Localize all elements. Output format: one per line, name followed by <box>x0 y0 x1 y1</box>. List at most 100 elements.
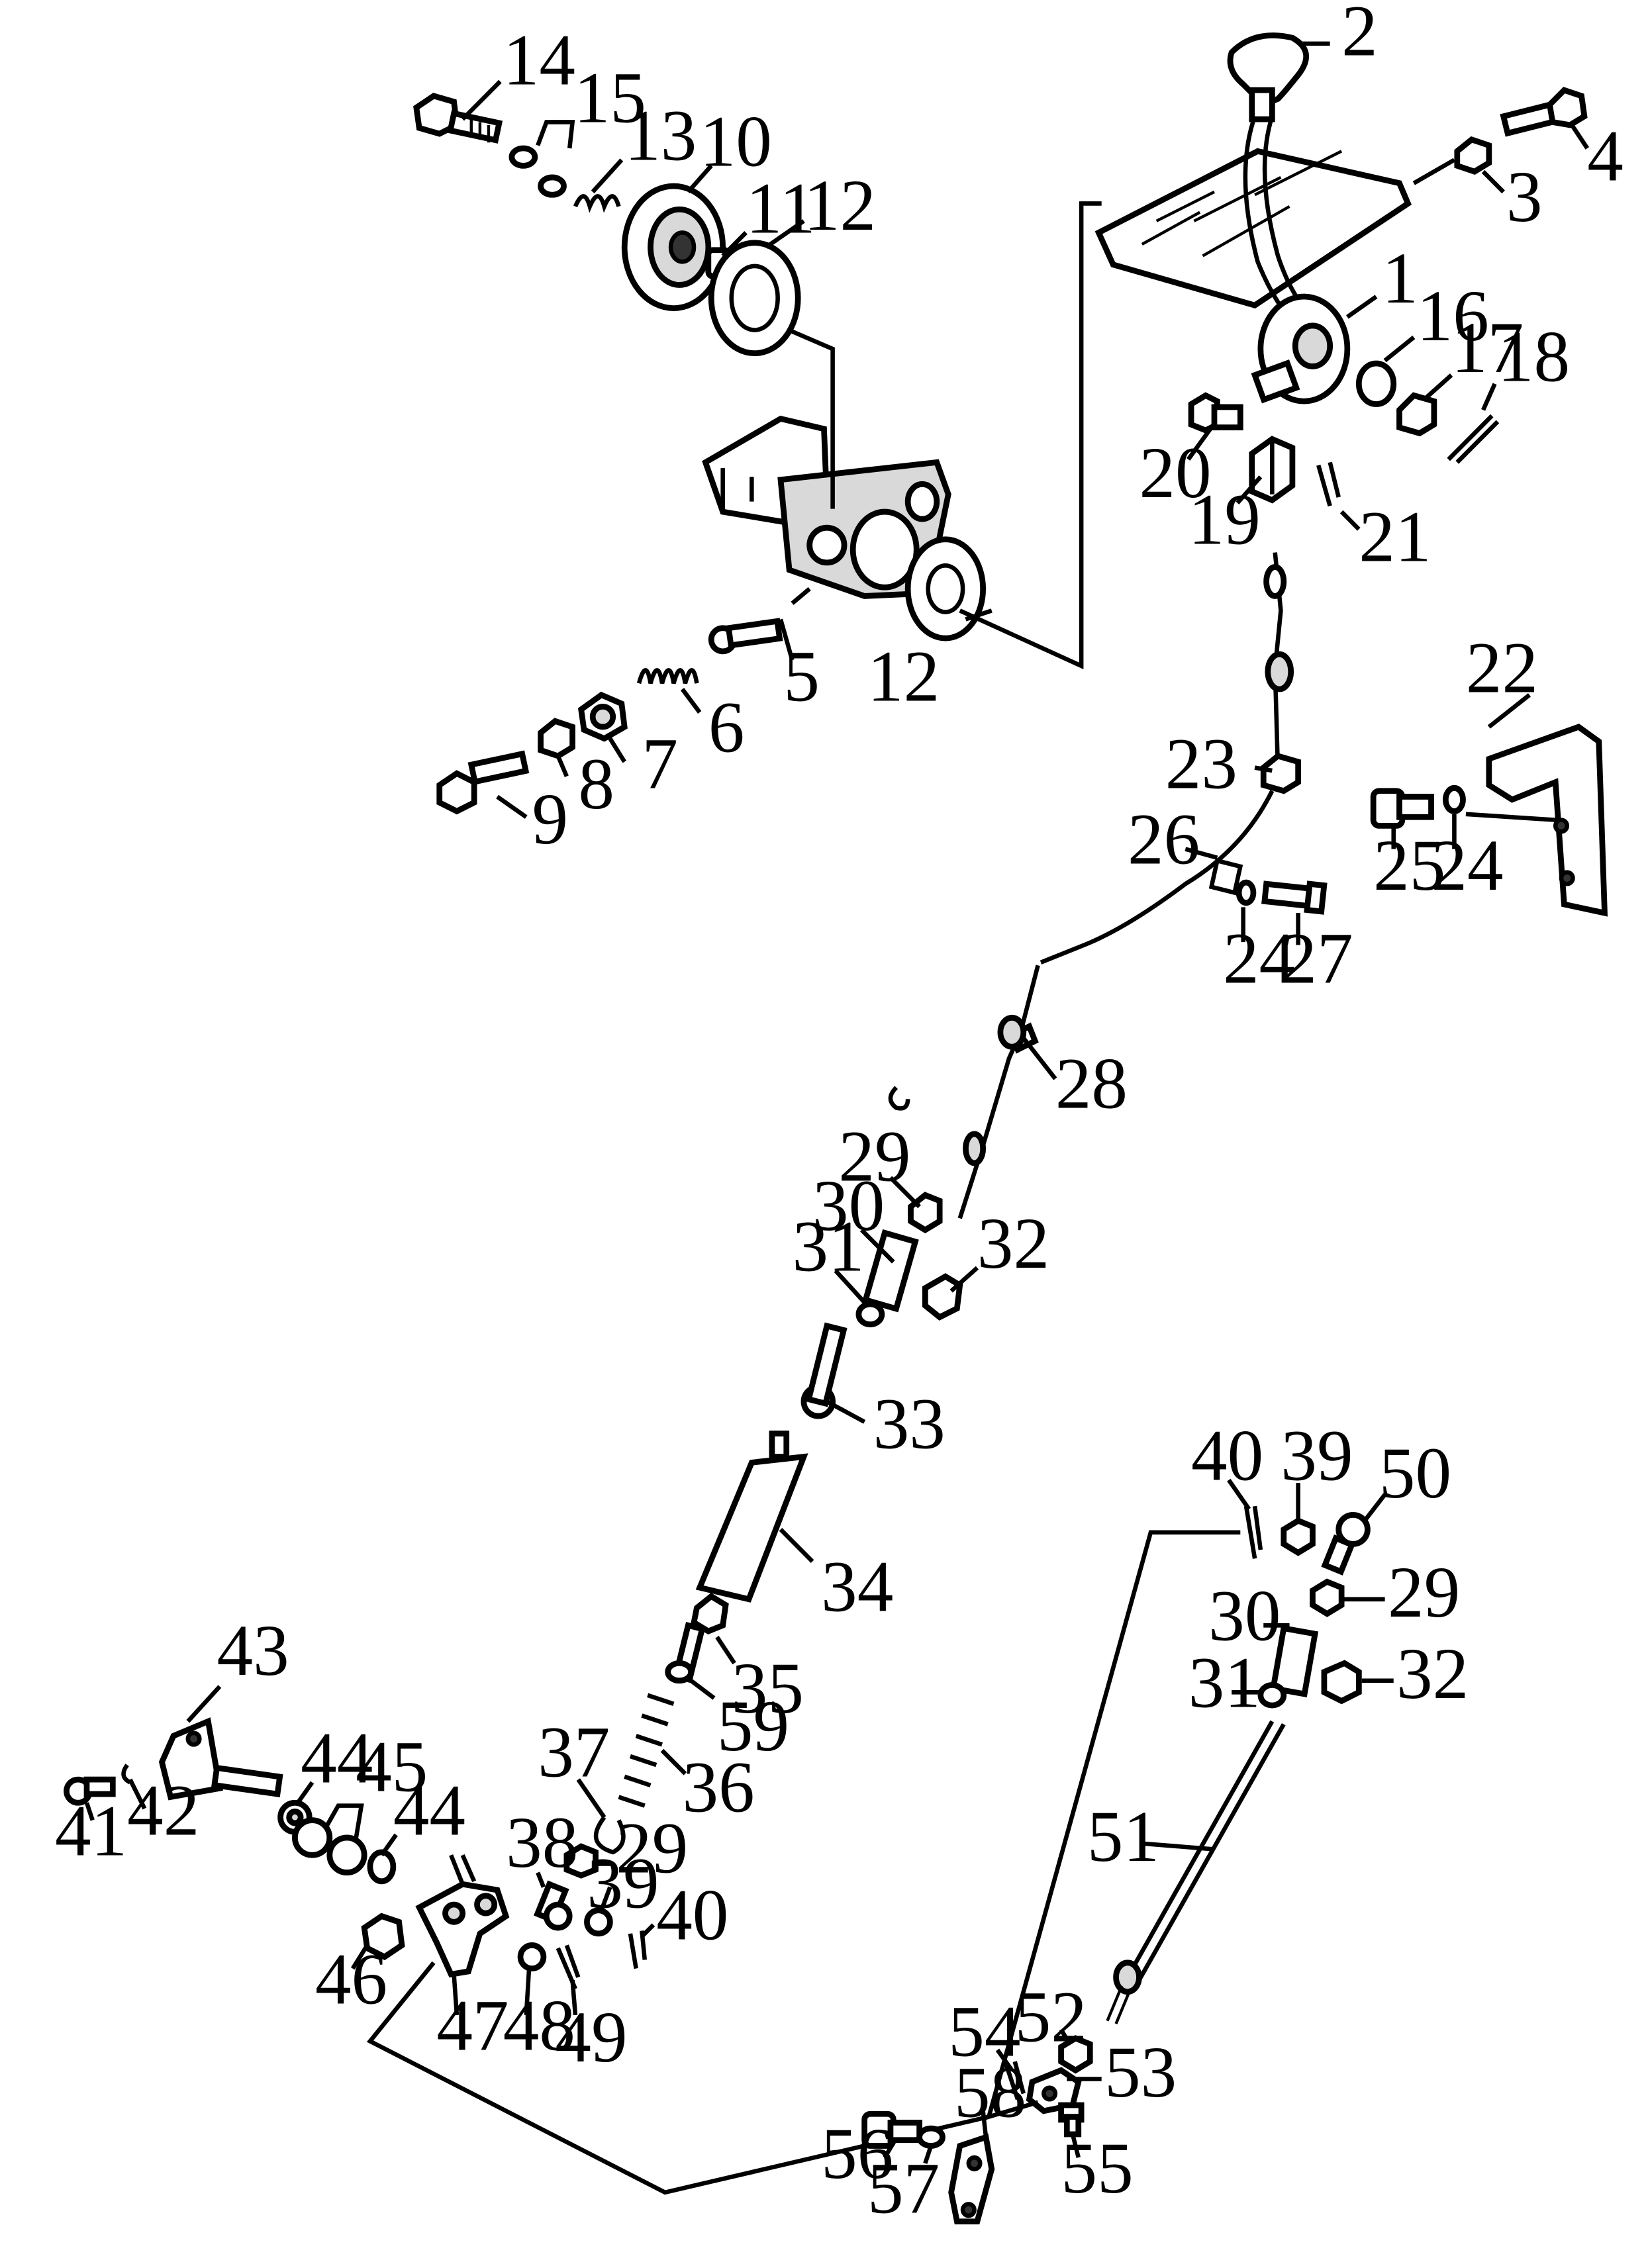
callout-39-lower: 39 <box>587 1842 659 1923</box>
bracket-22-part <box>1486 724 1608 917</box>
pin-5-part <box>708 618 783 655</box>
callout-33: 33 <box>873 1383 945 1464</box>
callout-51: 51 <box>1087 1796 1159 1877</box>
callout-31-right: 31 <box>1188 1642 1261 1723</box>
nut-31-upper-part <box>855 1301 885 1328</box>
callout-labels: 14 15 13 10 11 12 12 5 6 7 8 9 2 3 4 1 1… <box>55 0 1624 2229</box>
bolt-50-part <box>1321 1512 1371 1576</box>
callout-40-upper: 40 <box>1191 1415 1263 1495</box>
nut-23-part <box>1260 753 1301 794</box>
callout-29-upper: 29 <box>838 1115 910 1196</box>
cable-upper-part <box>1263 552 1294 771</box>
callout-24-right: 24 <box>1431 825 1503 906</box>
washer-39-upper-part <box>1281 1517 1316 1556</box>
callout-34: 34 <box>821 1546 893 1627</box>
bolt-25-part <box>1370 788 1434 829</box>
washer-39-lower-part <box>584 1907 613 1937</box>
callout-46: 46 <box>315 1938 387 2019</box>
clip-37-part <box>593 1816 626 1855</box>
washer-57-part <box>916 2125 945 2149</box>
callout-44-left: 44 <box>301 1717 373 1798</box>
bolt-41-part <box>64 1776 116 1806</box>
leader-lines-top-left <box>461 79 1102 819</box>
callout-56: 56 <box>821 2113 893 2194</box>
callout-40-lower: 40 <box>656 1874 728 1955</box>
callout-7: 7 <box>642 723 678 804</box>
callout-8: 8 <box>578 743 614 824</box>
sleeve-30-upper-part <box>861 1229 919 1313</box>
washer-12-upper-part <box>708 240 801 357</box>
callout-45: 45 <box>356 1726 428 1807</box>
callout-14: 14 <box>503 19 575 100</box>
callout-42: 42 <box>127 1770 199 1850</box>
bushings-45-part <box>292 1817 367 1876</box>
callout-12-upper: 12 <box>804 165 876 246</box>
plug-7-part <box>578 691 628 742</box>
callout-13: 13 <box>624 95 697 175</box>
nut-31-right-part <box>1257 1681 1287 1709</box>
callout-26: 26 <box>1128 798 1200 879</box>
nut-29-lower-part <box>563 1843 599 1879</box>
knob-2-part <box>1227 32 1310 122</box>
spring-36-part <box>618 1693 675 1808</box>
bolt-20-part <box>1188 392 1243 434</box>
clip-ring-part <box>888 1086 910 1111</box>
leader-lines-center <box>576 1037 1057 1819</box>
callout-20: 20 <box>1139 432 1211 513</box>
pulley-10-part <box>621 183 726 311</box>
callout-44-right: 44 <box>393 1770 465 1850</box>
bolt-14-part <box>413 93 503 144</box>
callout-25: 25 <box>1373 825 1445 906</box>
washer-24-lower-part <box>1236 879 1257 906</box>
bolt-9-part <box>436 750 530 815</box>
callout-38: 38 <box>506 1802 578 1883</box>
callout-18: 18 <box>1498 316 1570 397</box>
bracket-43-part <box>158 1717 283 1801</box>
callout-23: 23 <box>1165 723 1237 804</box>
callout-43: 43 <box>217 1610 289 1691</box>
washer-12-lower-part <box>904 536 987 641</box>
pin-18-part <box>1447 414 1500 464</box>
bushing-44-right-part <box>367 1849 397 1885</box>
sleeve-30-right-part <box>1269 1625 1319 1698</box>
callout-29-right: 29 <box>1388 1552 1460 1632</box>
spring-13-part <box>573 194 621 213</box>
callout-9: 9 <box>532 778 568 859</box>
callout-57: 57 <box>867 2148 940 2228</box>
callout-36: 36 <box>683 1746 755 1827</box>
arm-58-part <box>948 2133 995 2225</box>
callout-49: 49 <box>555 1997 627 2077</box>
callout-6: 6 <box>708 686 745 767</box>
washer-48-part <box>517 1942 547 1971</box>
nut-29-right-part <box>1310 1578 1345 1617</box>
cable-28-part <box>957 790 1275 1219</box>
clip-42-part <box>121 1764 132 1785</box>
callout-27: 27 <box>1281 918 1353 998</box>
washers-15-part <box>509 145 567 198</box>
grommet-32-upper-part <box>922 1273 963 1321</box>
callout-16: 16 <box>1417 275 1489 356</box>
callout-11: 11 <box>746 167 816 248</box>
callout-19: 19 <box>1188 479 1261 559</box>
callout-1: 1 <box>1382 238 1418 318</box>
nut-8-part <box>538 718 575 759</box>
leader-lines-top-right <box>1185 41 1590 945</box>
bolt-55-part <box>1058 2102 1085 2138</box>
rod-33-part <box>800 1322 848 1419</box>
washer-59-part <box>665 1660 694 1684</box>
pin-21-part <box>1316 461 1341 507</box>
pin-54-part <box>1004 2061 1026 2101</box>
callout-53: 53 <box>1104 2032 1177 2112</box>
callout-12-lower: 12 <box>867 636 940 716</box>
callout-3: 3 <box>1506 156 1543 237</box>
pin-40-upper-part <box>1243 1505 1263 1559</box>
washer-16-part <box>1355 360 1397 407</box>
bolt-56-part <box>861 2110 922 2149</box>
pin-49-part <box>556 1944 581 1990</box>
callout-24-lower: 24 <box>1223 918 1295 998</box>
callout-35: 35 <box>732 1648 804 1728</box>
bolt-38-part <box>533 1880 573 1931</box>
callout-22: 22 <box>1466 627 1538 708</box>
callout-21: 21 <box>1359 496 1431 577</box>
